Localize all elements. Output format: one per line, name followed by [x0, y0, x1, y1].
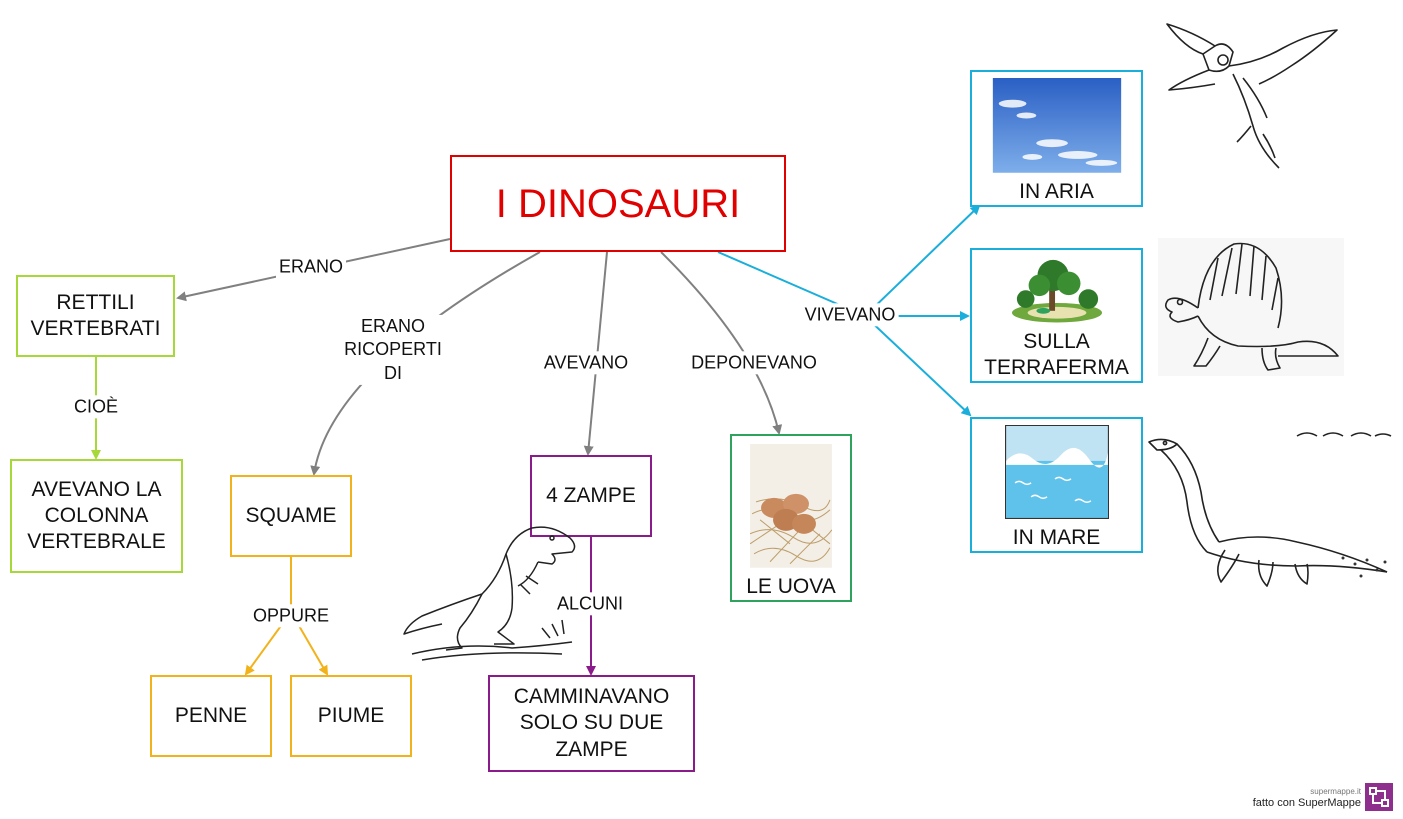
label-avevano: AVEVANO — [540, 351, 632, 375]
node-piume[interactable]: PIUME — [290, 675, 412, 757]
node-squame[interactable]: SQUAME — [230, 475, 352, 557]
node-in-aria[interactable]: IN ARIA — [970, 70, 1143, 207]
node-terraferma[interactable]: SULLA TERRAFERMA — [970, 248, 1143, 383]
node-le-uova[interactable]: LE UOVA — [730, 434, 852, 602]
label-alcuni: ALCUNI — [553, 592, 627, 616]
node-penne[interactable]: PENNE — [150, 675, 272, 757]
label-cioe: CIOÈ — [70, 395, 122, 419]
supermappe-logo-icon — [1365, 783, 1393, 811]
sea-image — [1004, 425, 1109, 519]
edge-vivevano-aria — [864, 204, 981, 317]
trex-drawing — [403, 526, 576, 661]
node-in-aria-label: IN ARIA — [1019, 179, 1094, 203]
node-in-mare-label: IN MARE — [1012, 525, 1101, 549]
node-camminavano[interactable]: CAMMINAVANO SOLO SU DUE ZAMPE — [488, 675, 695, 772]
sky-image — [992, 78, 1121, 173]
label-deponevano: DEPONEVANO — [688, 351, 820, 375]
edge-deponevano — [660, 251, 783, 435]
eggs-image — [750, 444, 832, 568]
branding-text: supermappe.it fatto con SuperMappe — [1253, 787, 1361, 811]
land-image — [1011, 259, 1102, 323]
node-4-zampe[interactable]: 4 ZAMPE — [530, 455, 652, 537]
branding-site: supermappe.it — [1310, 787, 1361, 797]
label-erano-ricoperti-di: ERANO RICOPERTI DI — [341, 314, 445, 386]
label-vivevano: VIVEVANO — [801, 303, 899, 327]
dimetrodon-drawing — [1158, 238, 1344, 376]
label-erano: ERANO — [275, 255, 347, 279]
pterodactyl-drawing — [1166, 23, 1338, 169]
node-colonna-vertebrale[interactable]: AVEVANO LA COLONNA VERTEBRALE — [10, 459, 183, 573]
node-terraferma-label: SULLA TERRAFERMA — [984, 329, 1129, 379]
branding-made-with: fatto con SuperMappe — [1252, 797, 1361, 810]
edge-vivevano-mare — [864, 315, 972, 417]
plesiosaur-drawing — [1148, 432, 1392, 587]
title-node[interactable]: I DINOSAURI — [450, 155, 786, 252]
label-oppure: OPPURE — [249, 604, 333, 628]
node-rettili-vertebrati[interactable]: RETTILI VERTEBRATI — [16, 275, 175, 357]
node-le-uova-label: LE UOVA — [746, 574, 836, 598]
node-in-mare[interactable]: IN MARE — [970, 417, 1143, 553]
